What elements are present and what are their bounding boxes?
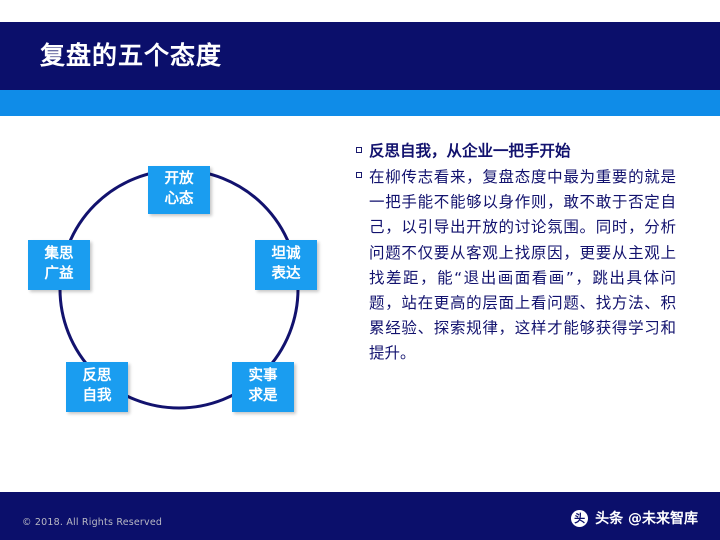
header-band: [0, 22, 720, 90]
toutiao-icon: 头: [571, 509, 589, 527]
diagram-node-honest-expression: 坦诚 表达: [255, 240, 317, 290]
diagram-node-self-reflection: 反思 自我: [66, 362, 128, 412]
node-label-line2: 自我: [82, 388, 112, 404]
node-label-line1: 坦诚: [271, 246, 301, 263]
watermark-text: 头条 @未来智库: [595, 511, 698, 527]
diagram-node-collective-wisdom: 集思 广益: [28, 240, 90, 290]
node-label-line1: 反思: [82, 368, 112, 385]
node-label-line1: 集思: [44, 246, 74, 263]
bullet-item-body: 在柳传志看来，复盘态度中最为重要的就是一把手能不能够以身作则，敢不敢于否定自己，…: [356, 165, 676, 366]
footer-band: [0, 492, 720, 540]
node-label-line2: 心态: [164, 191, 194, 207]
watermark: 头 头条 @未来智库: [571, 508, 698, 528]
square-bullet-icon: [356, 165, 369, 181]
bullet-body-text: 在柳传志看来，复盘态度中最为重要的就是一把手能不能够以身作则，敢不敢于否定自己，…: [369, 168, 676, 363]
five-attitudes-diagram: 开放 心态 坦诚 表达 实事 求是 反思 自我 集思 广益: [10, 150, 340, 470]
copyright-text: © 2018. All Rights Reserved: [22, 517, 163, 528]
diagram-node-open-mind: 开放 心态: [148, 166, 210, 214]
bullet-item-heading: 反思自我，从企业一把手开始: [356, 140, 676, 163]
bullet-heading-text: 反思自我，从企业一把手开始: [369, 142, 571, 160]
square-bullet-icon: [356, 140, 369, 156]
node-label-line1: 实事: [248, 368, 278, 385]
node-label-line1: 开放: [164, 171, 194, 188]
content-bullets: 反思自我，从企业一把手开始 在柳传志看来，复盘态度中最为重要的就是一把手能不能够…: [356, 140, 676, 368]
diagram-node-seek-truth: 实事 求是: [232, 362, 294, 412]
header-accent-bar: [0, 90, 720, 116]
node-label-line2: 求是: [248, 388, 278, 404]
page-title: 复盘的五个态度: [40, 41, 223, 70]
node-label-line2: 广益: [44, 266, 74, 282]
node-label-line2: 表达: [271, 266, 301, 282]
